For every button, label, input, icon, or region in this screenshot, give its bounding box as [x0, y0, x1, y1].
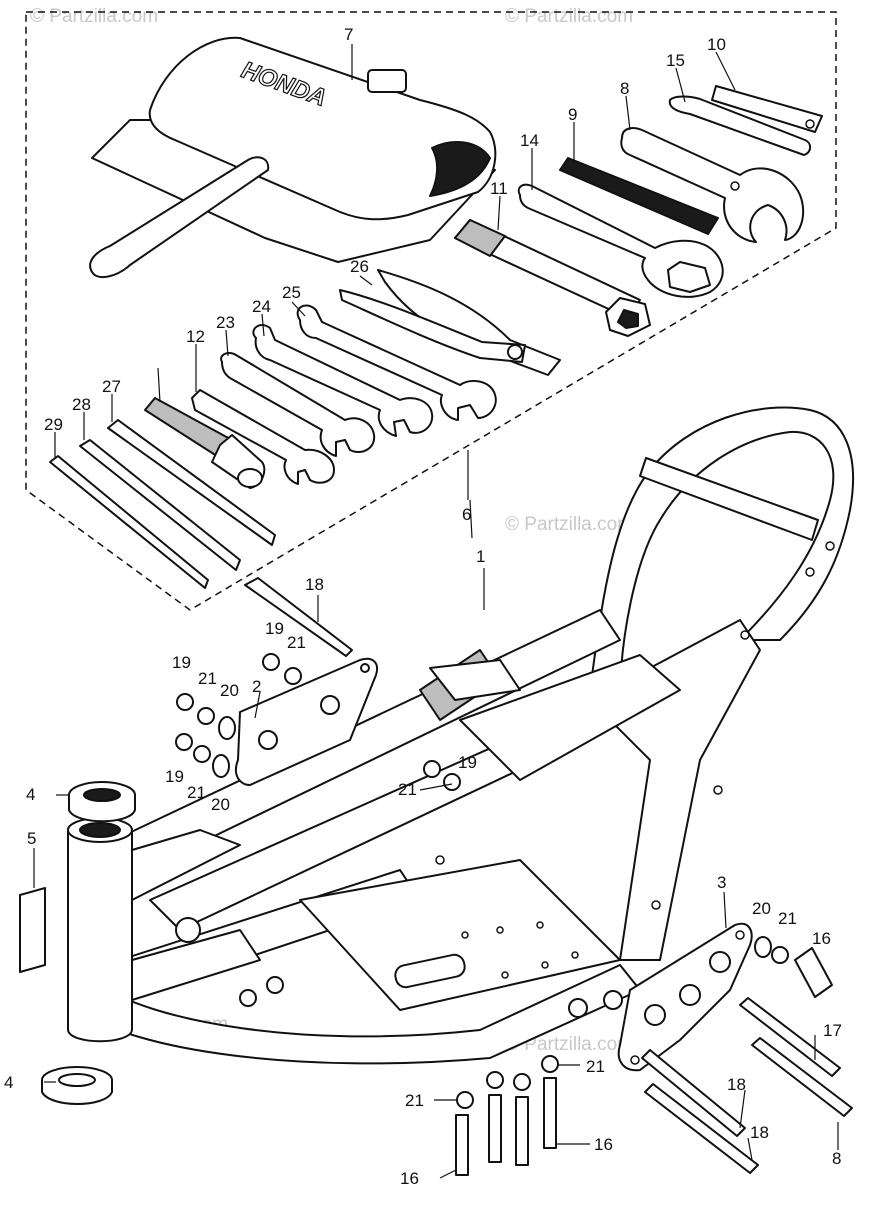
nut-19-c — [175, 733, 193, 751]
label-6: 6 — [462, 505, 471, 524]
label-15: 16 — [812, 929, 831, 948]
label-1: 1 — [476, 547, 485, 566]
label-21-a: 21 — [287, 633, 306, 652]
watermark-top-left: © Partzilla.com — [30, 6, 158, 27]
label-19-a: 19 — [265, 619, 284, 638]
tool-27-screwdriver — [79, 439, 241, 571]
label-19-d: 19 — [458, 753, 477, 772]
bolt-8-lower — [751, 1037, 853, 1117]
label-20-c: 20 — [752, 899, 771, 918]
watermark-center: © Partzilla.com — [505, 514, 633, 535]
label-21-f: 21 — [405, 1091, 424, 1110]
bolt-18-right-a — [641, 1049, 746, 1137]
label-21-d: 21 — [398, 780, 417, 799]
label-18-right-b: 18 — [750, 1123, 769, 1142]
label-21-e: 21 — [778, 909, 797, 928]
bolt-16-c — [515, 1096, 529, 1166]
label-19-c: 19 — [165, 767, 184, 786]
label-26: 27 — [102, 377, 121, 396]
washer-20-b — [212, 754, 230, 778]
label-24: 25 — [282, 283, 301, 302]
collar-15 — [794, 947, 833, 998]
washer-21-h — [513, 1073, 531, 1091]
bolt-16-a — [455, 1114, 469, 1176]
label-10: 10 — [707, 35, 726, 54]
label-16-right: 16 — [594, 1135, 613, 1154]
label-20-b: 20 — [211, 795, 230, 814]
tool-29-screwdriver-handle — [144, 397, 266, 489]
washer-21-b — [197, 707, 215, 725]
label-21-c: 21 — [187, 783, 206, 802]
label-9: 9 — [568, 105, 577, 124]
label-27: 28 — [72, 395, 91, 414]
tool-22-open-wrench — [220, 352, 376, 457]
label-4-lower: 4 — [4, 1073, 13, 1092]
label-5: 5 — [27, 829, 36, 848]
label-22: 23 — [216, 313, 235, 332]
label-11: 11 — [490, 179, 508, 198]
bolt-18-upper — [244, 577, 353, 657]
label-8-lower: 8 — [832, 1149, 841, 1168]
tool-8-spanner — [620, 127, 805, 243]
label-14: 15 — [666, 51, 685, 70]
label-18-right-a: 18 — [727, 1075, 746, 1094]
label-21-g: 21 — [586, 1057, 605, 1076]
label-4-upper: 4 — [26, 785, 35, 804]
washer-20-c — [754, 936, 772, 958]
tool-13-box-wrench — [517, 183, 724, 298]
label-20-a: 20 — [220, 681, 239, 700]
bolt-18-right-b — [644, 1083, 759, 1174]
tool-bag: HONDA — [89, 36, 497, 279]
tool-26-screwdriver — [107, 419, 276, 546]
washer-20-a — [218, 716, 236, 740]
label-28: 29 — [44, 415, 63, 434]
label-3: 3 — [717, 873, 726, 892]
label-23: 24 — [252, 297, 271, 316]
bolt-16-b — [488, 1094, 502, 1163]
washer-21-e — [771, 946, 789, 964]
label-17: 17 — [823, 1021, 842, 1040]
bracket-2 — [234, 657, 378, 786]
toolkit-dashed-outline — [25, 11, 837, 611]
label-2: 2 — [252, 677, 261, 696]
watermark-top-right: © Partzilla.com — [505, 6, 633, 27]
plate-5 — [19, 887, 46, 973]
tool-12-open-wrench — [191, 389, 335, 485]
tool-14 — [668, 95, 812, 156]
tool-25-pliers — [339, 269, 561, 376]
nut-19-a — [262, 653, 280, 671]
label-13: 14 — [520, 131, 539, 150]
race-4-lower — [41, 1066, 113, 1105]
tool-11-plug-wrench — [454, 219, 651, 337]
label-21-b: 21 — [198, 669, 217, 688]
part-labels: 7 10 15 8 9 14 11 26 25 24 23 12 27 28 2… — [4, 25, 842, 1188]
leader-lines — [33, 44, 839, 1179]
race-4-upper — [68, 781, 136, 823]
label-25: 26 — [350, 257, 369, 276]
label-7: 7 — [344, 25, 353, 44]
washer-21-c — [193, 745, 211, 763]
bracket-3 — [617, 922, 753, 1072]
tool-9 — [559, 157, 719, 235]
tool-10 — [711, 85, 823, 133]
bolt-16-d — [543, 1077, 557, 1149]
nut-19-b — [176, 693, 194, 711]
washer-21-g — [486, 1071, 504, 1089]
washer-21-f — [456, 1091, 474, 1109]
label-8-upper: 8 — [620, 79, 629, 98]
tool-23-open-wrench — [252, 324, 434, 437]
washer-21-a — [284, 667, 302, 685]
label-12: 12 — [186, 327, 205, 346]
label-16-left: 16 — [400, 1169, 419, 1188]
tool-24-open-wrench — [296, 304, 497, 421]
washer-21-i — [541, 1055, 559, 1073]
frame-body — [67, 406, 854, 1065]
washer-21-d — [443, 773, 461, 791]
nut-19-d — [423, 760, 441, 778]
label-19-b: 19 — [172, 653, 191, 672]
watermark-bottom-right: © Partzilla.com — [505, 1034, 633, 1055]
label-18-upper: 18 — [305, 575, 324, 594]
